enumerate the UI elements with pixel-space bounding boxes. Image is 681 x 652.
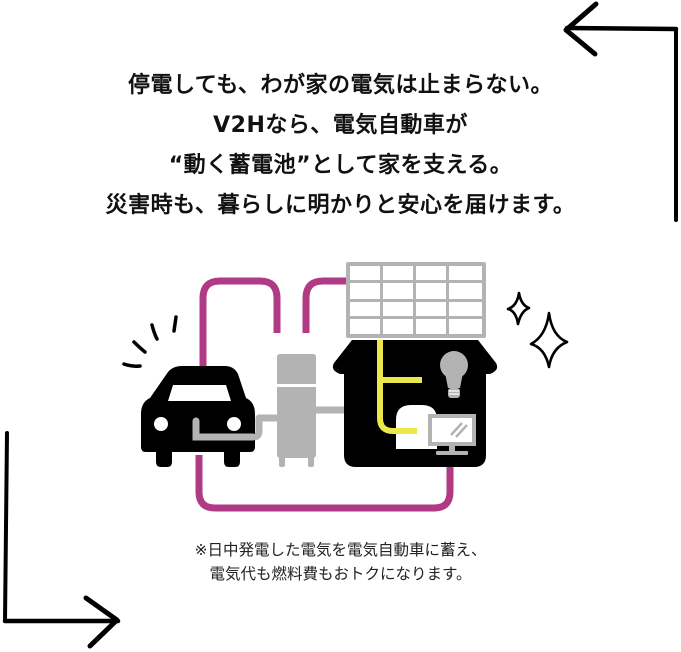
solar-panel-icon [346, 262, 486, 338]
monitor-icon [428, 414, 476, 455]
sparkle-icon [506, 291, 569, 369]
arrow-icon [2, 431, 121, 649]
headline-line-1: 停電しても、わが家の電気は止まらない。 [127, 73, 554, 98]
footnote: ※日中発電した電気を電気自動車に蓄え、 電気代も燃料費もおトクになります。 [0, 538, 681, 586]
headline-line-3: “動く蓄電池”として家を支える。 [168, 153, 513, 178]
headline: 停電しても、わが家の電気は止まらない。 V2Hなら、電気自動車が “動く蓄電池”… [0, 66, 681, 226]
power-wire [195, 277, 454, 512]
light-bulb-icon [440, 351, 468, 398]
headline-line-2: V2Hなら、電気自動車が [213, 113, 468, 138]
footnote-line-1: ※日中発電した電気を電気自動車に蓄え、 [194, 541, 487, 559]
house-icon [332, 340, 498, 467]
v2h-charger-icon [277, 354, 316, 467]
headline-line-4: 災害時も、暮らしに明かりと安心を届けます。 [105, 193, 576, 218]
footnote-line-2: 電気代も燃料費もおトクになります。 [209, 565, 472, 583]
arrow-icon [563, 1, 679, 222]
car-icon [122, 315, 257, 467]
